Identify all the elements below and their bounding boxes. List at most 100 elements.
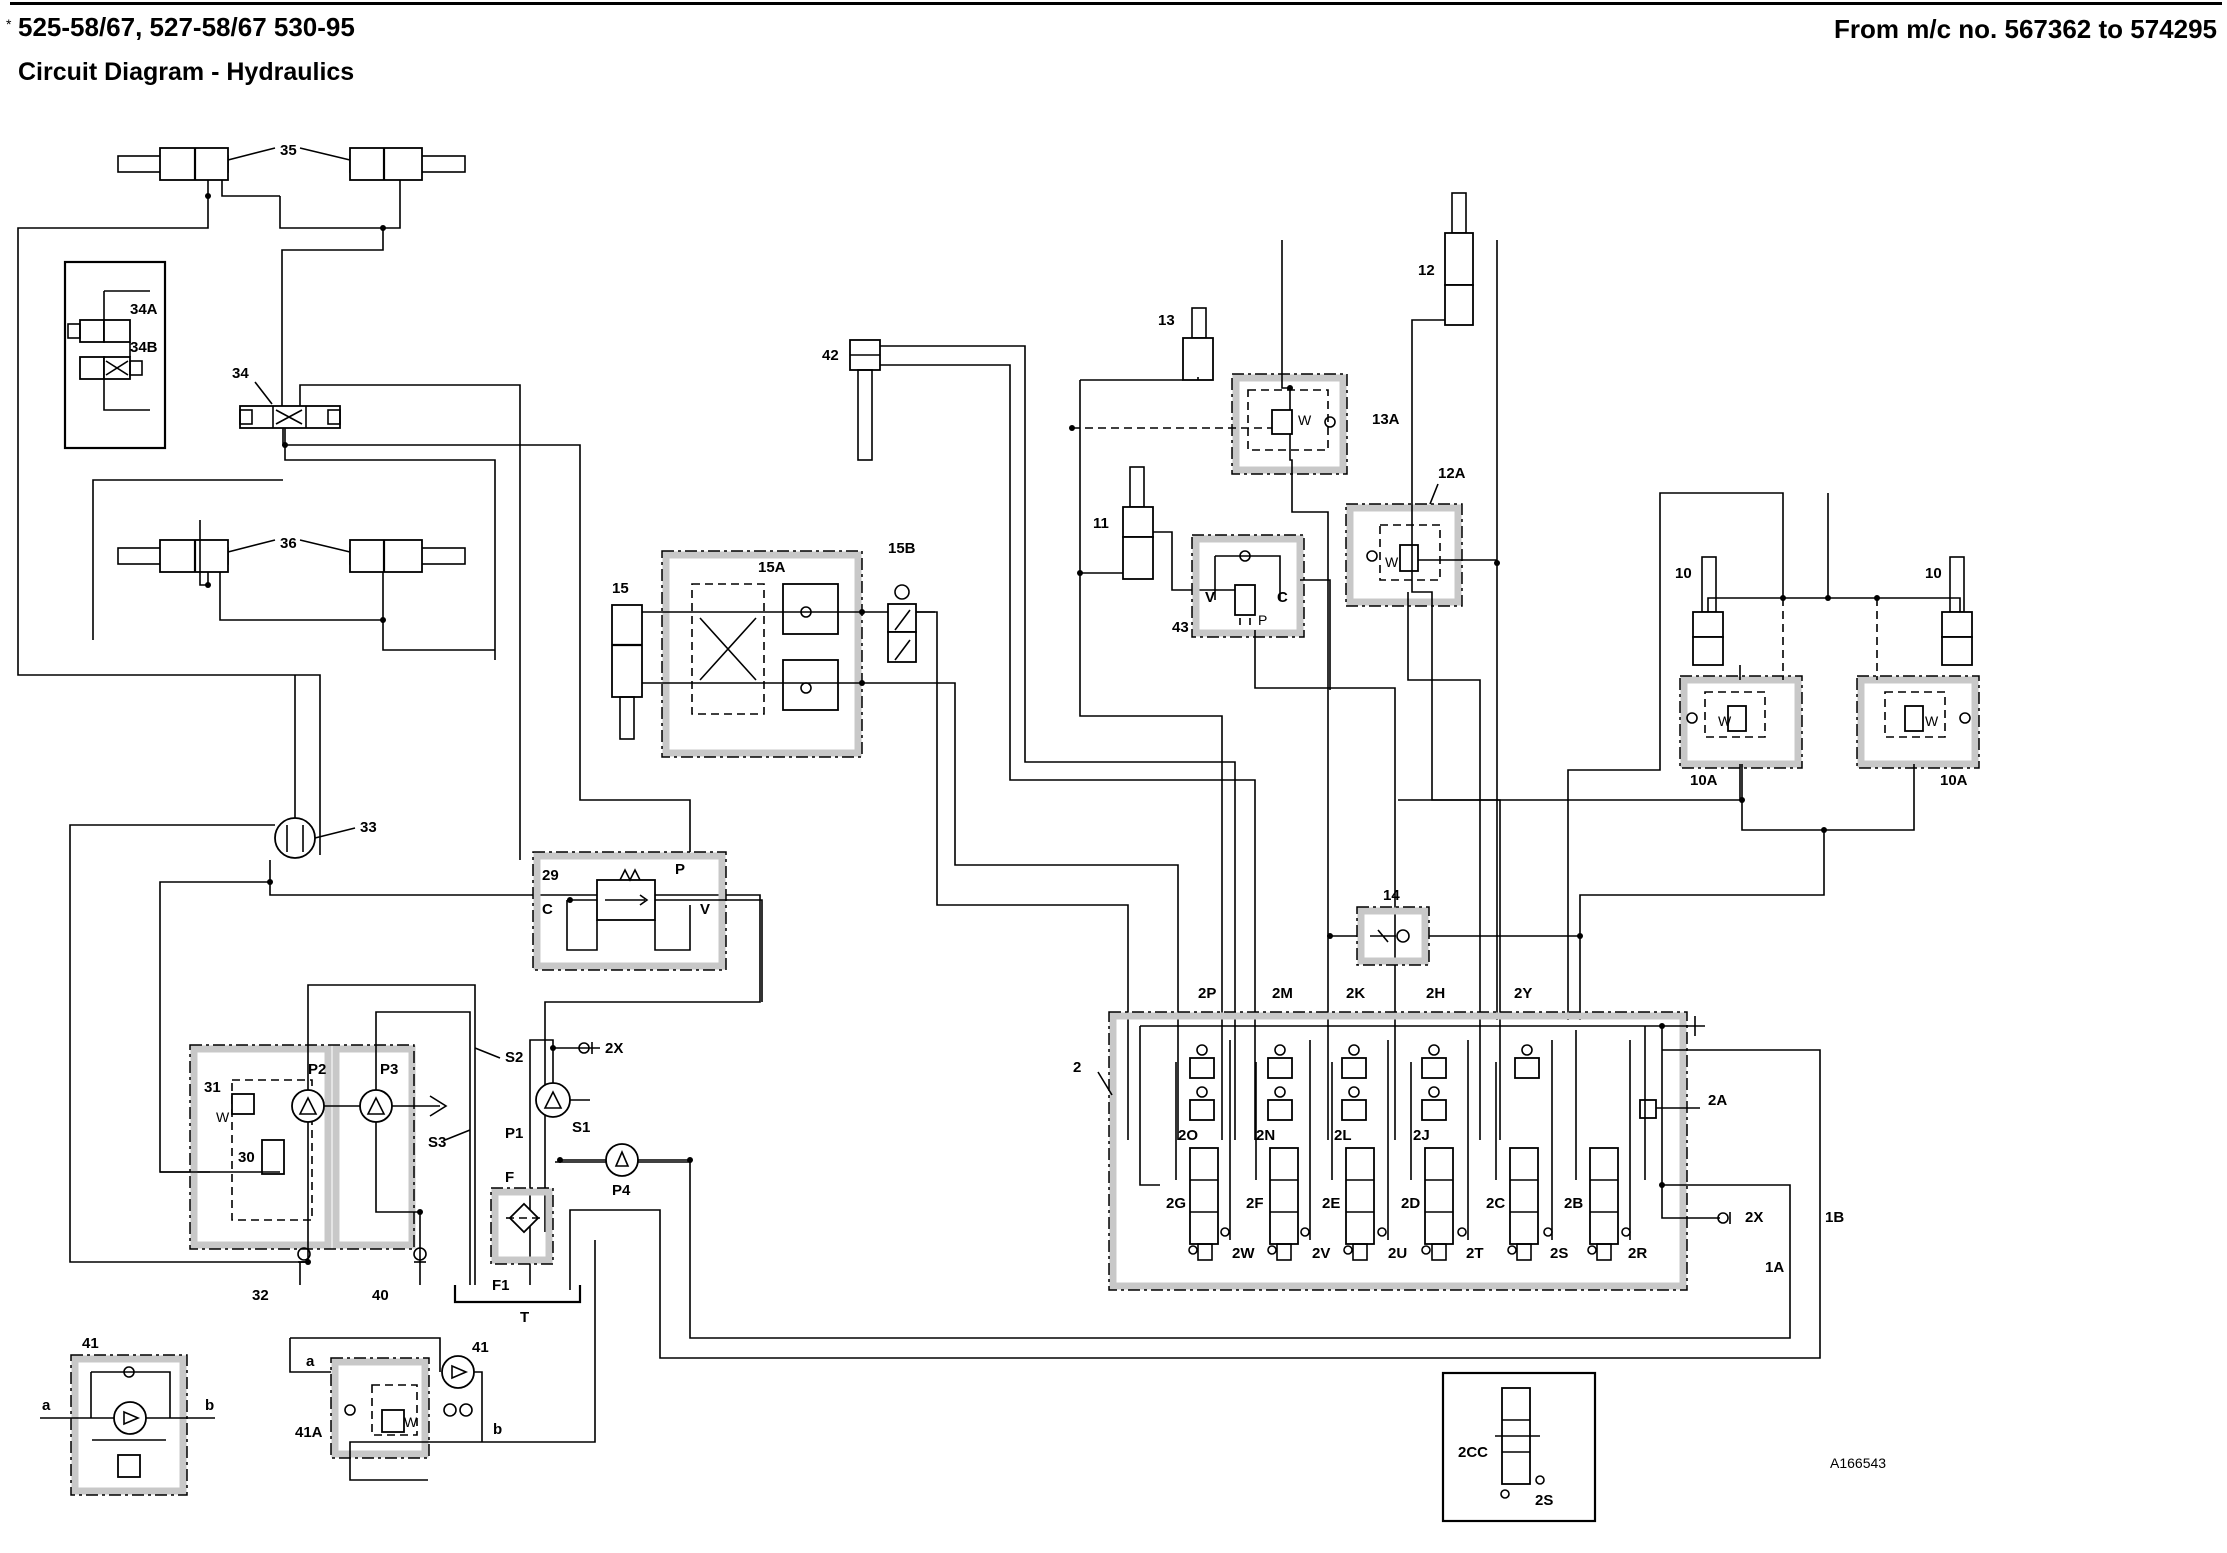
label-43: 43 xyxy=(1172,619,1189,636)
cylinder-12 xyxy=(1444,192,1474,326)
label-2O: 2O xyxy=(1178,1127,1198,1144)
header-star: * xyxy=(6,16,12,32)
label-32: 32 xyxy=(252,1287,269,1304)
label-2H: 2H xyxy=(1426,985,1445,1002)
label-43-V: V xyxy=(1205,589,1215,606)
cylinder-13 xyxy=(1182,307,1214,381)
label-2CC: 2CC xyxy=(1458,1444,1488,1461)
label-12A: 12A xyxy=(1438,465,1466,482)
label-43-P: P xyxy=(1258,612,1267,628)
valve-block-12A xyxy=(1345,503,1463,607)
valve-section-2H-2J-2D xyxy=(1410,1040,1469,1261)
label-34B: 34B xyxy=(130,339,158,356)
pilot-ports xyxy=(1188,1227,1631,1255)
symbol-10A-right-w: W xyxy=(1925,713,1939,729)
label-P1: P1 xyxy=(505,1125,523,1142)
cylinder-15 xyxy=(611,604,643,740)
label-2A: 2A xyxy=(1708,1092,1727,1109)
label-2D: 2D xyxy=(1401,1195,1420,1212)
label-2S: 2S xyxy=(1550,1245,1568,1262)
valve-block-15A xyxy=(661,550,863,758)
symbol-13A-w: W xyxy=(1298,412,1312,428)
label-2E: 2E xyxy=(1322,1195,1340,1212)
valve-15B xyxy=(887,584,917,663)
label-2X-right: 2X xyxy=(1745,1209,1763,1226)
tank-T xyxy=(453,1285,582,1304)
main-valve-block-2 xyxy=(1108,1011,1705,1291)
label-41A: 41A xyxy=(295,1424,323,1441)
label-1A: 1A xyxy=(1765,1259,1784,1276)
pump-41 xyxy=(441,1355,475,1417)
label-P4: P4 xyxy=(612,1182,631,1199)
label-36: 36 xyxy=(280,535,297,552)
check-valve-40 xyxy=(413,1247,427,1263)
label-2F: 2F xyxy=(1246,1195,1264,1212)
label-13: 13 xyxy=(1158,312,1175,329)
label-29-C: C xyxy=(542,901,553,918)
label-P3: P3 xyxy=(380,1061,398,1078)
valve-section-2Y-2C xyxy=(1495,1040,1553,1261)
label-10A-left: 10A xyxy=(1690,772,1718,789)
page-title: Circuit Diagram - Hydraulics xyxy=(18,58,355,86)
label-10A-right: 10A xyxy=(1940,772,1968,789)
serial-range: From m/c no. 567362 to 574295 xyxy=(1834,14,2217,44)
solenoid-valve-34 xyxy=(239,405,341,429)
valve-block-41A xyxy=(330,1357,430,1459)
label-2K: 2K xyxy=(1346,985,1365,1002)
label-14: 14 xyxy=(1383,887,1400,904)
cylinder-10-left xyxy=(1692,556,1724,666)
pump-assembly xyxy=(189,1044,416,1250)
cylinder-42 xyxy=(849,339,881,461)
label-S1: S1 xyxy=(572,1119,590,1136)
gauge-port-2X-left xyxy=(578,1042,593,1054)
label-41-left: 41 xyxy=(82,1335,99,1352)
valve-section-2B xyxy=(1575,1030,1631,1261)
label-10-right: 10 xyxy=(1925,565,1942,582)
detail-34A-34B xyxy=(63,260,167,450)
label-b-left: b xyxy=(205,1397,214,1414)
label-34: 34 xyxy=(232,365,249,382)
label-34A: 34A xyxy=(130,301,158,318)
label-S2: S2 xyxy=(505,1049,523,1066)
symbol-31-w: W xyxy=(216,1109,230,1125)
check-valve-32 xyxy=(297,1247,311,1263)
label-10-left: 10 xyxy=(1675,565,1692,582)
label-P2: P2 xyxy=(308,1061,326,1078)
label-2Y: 2Y xyxy=(1514,985,1532,1002)
label-11: 11 xyxy=(1093,515,1109,532)
valve-block-10A-right xyxy=(1856,675,1980,769)
label-29-P: P xyxy=(675,861,685,878)
header-rule xyxy=(10,2,2222,5)
label-2L: 2L xyxy=(1334,1127,1352,1144)
filter-F xyxy=(490,1187,554,1265)
label-40: 40 xyxy=(372,1287,389,1304)
priority-valve-29 xyxy=(532,851,727,971)
label-F: F xyxy=(505,1169,514,1186)
label-a-left: a xyxy=(42,1397,51,1414)
pump-P4 xyxy=(605,1143,639,1177)
cylinder-35-right xyxy=(349,147,466,181)
label-S3: S3 xyxy=(428,1134,446,1151)
label-2: 2 xyxy=(1073,1059,1081,1076)
valve-section-2M-2N-2F xyxy=(1255,1040,1311,1261)
pump-P1 xyxy=(535,1082,571,1118)
label-2M: 2M xyxy=(1272,985,1293,1002)
label-a-right: a xyxy=(306,1353,315,1370)
label-T: T xyxy=(520,1309,529,1326)
label-2C: 2C xyxy=(1486,1195,1505,1212)
valve-block-10A-left xyxy=(1679,675,1803,769)
relief-valve-2A xyxy=(1639,1099,1657,1119)
cylinder-35-left xyxy=(117,147,229,181)
valve-14 xyxy=(1356,906,1430,966)
cylinder-11 xyxy=(1122,466,1154,580)
label-2G: 2G xyxy=(1166,1195,1186,1212)
label-2T: 2T xyxy=(1466,1245,1484,1262)
label-2W: 2W xyxy=(1232,1245,1255,1262)
label-12: 12 xyxy=(1418,262,1435,279)
detail-2CC xyxy=(1441,1371,1597,1523)
label-1B: 1B xyxy=(1825,1209,1844,1226)
label-33: 33 xyxy=(360,819,377,836)
label-2X-left: 2X xyxy=(605,1040,623,1057)
label-2R: 2R xyxy=(1628,1245,1647,1262)
